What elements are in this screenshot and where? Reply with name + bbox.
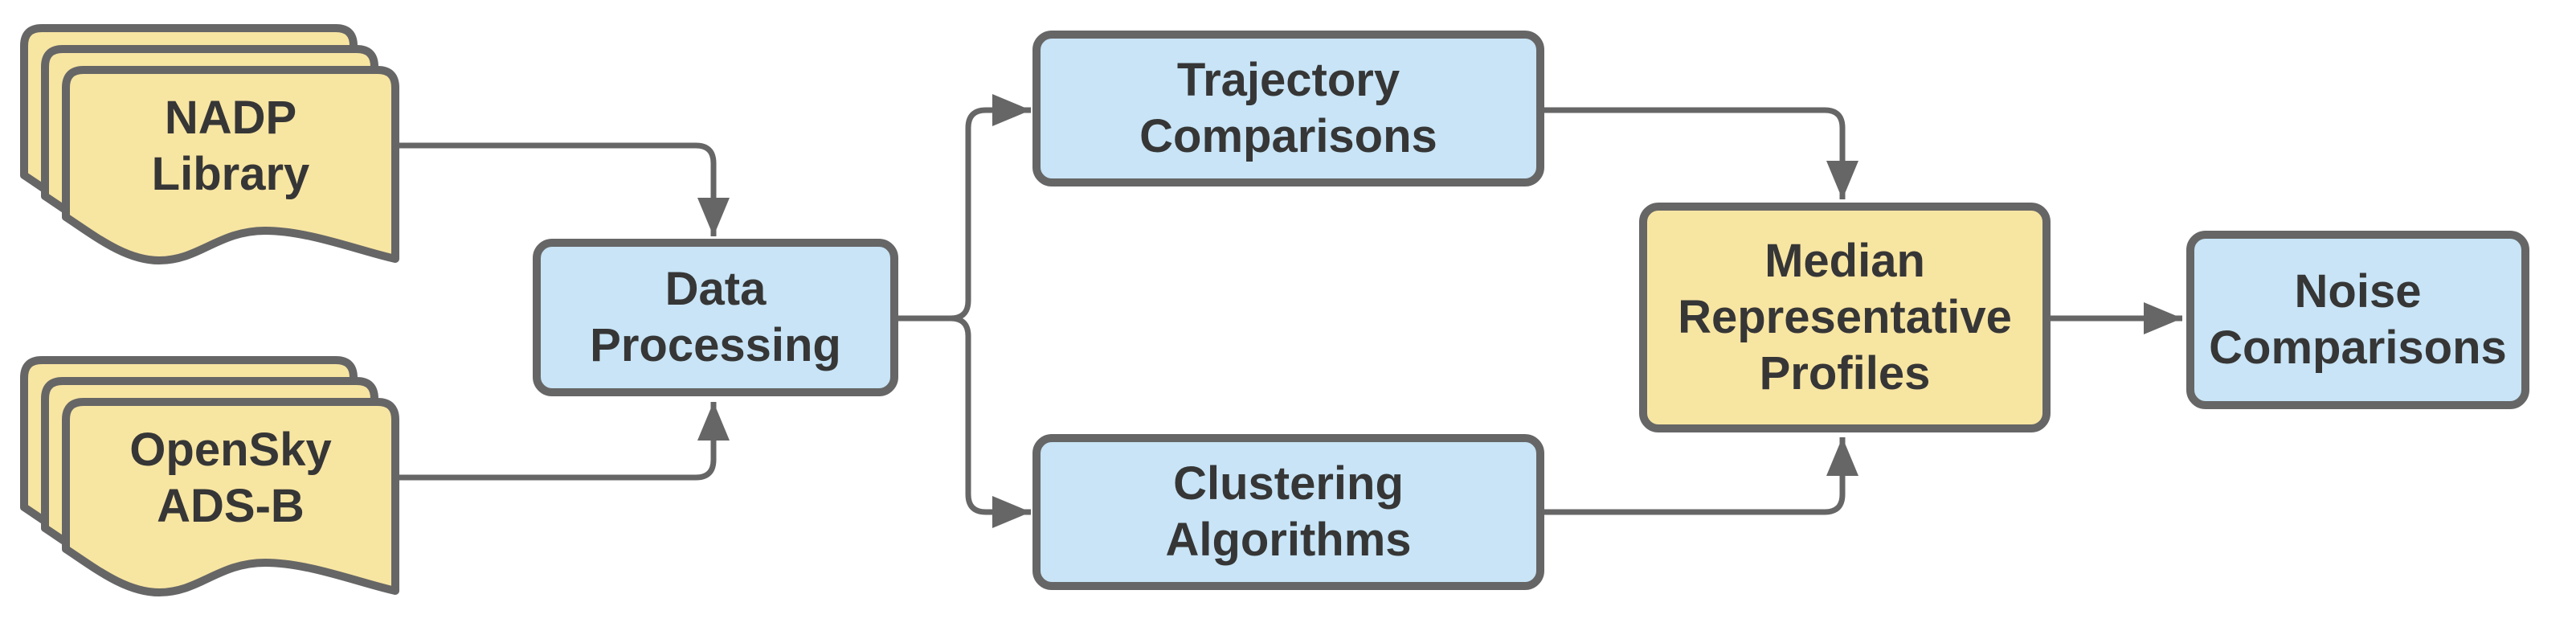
label-line: Profiles — [1759, 347, 1931, 400]
document-page-front — [62, 398, 399, 596]
edge-trajectory-to-median — [1544, 107, 1858, 199]
node-opensky-adsb-label: OpenSky ADS-B — [66, 402, 395, 555]
node-nadp-library-label: NADP Library — [66, 70, 395, 223]
node-trajectory-comparisons: Trajectory Comparisons — [1032, 31, 1544, 186]
label-line: Clustering — [1173, 457, 1404, 510]
label-line: Algorithms — [1165, 514, 1412, 566]
edge-data-processing-to-trajectory — [898, 94, 1031, 322]
label-line: Data — [664, 263, 767, 315]
node-data-processing: Data Processing — [533, 239, 898, 396]
node-clustering-algorithms: Clustering Algorithms — [1032, 434, 1544, 590]
edge-opensky-to-data-processing — [395, 402, 730, 481]
label-line: Library — [151, 148, 310, 200]
label-line: Comparisons — [1139, 110, 1437, 162]
node-nadp-library-shape — [20, 24, 399, 264]
edge-nadp-to-data-processing — [395, 142, 730, 236]
edge-clustering-to-median — [1544, 437, 1858, 515]
label-line: NADP — [164, 92, 297, 144]
document-page-front — [62, 66, 399, 264]
label-line: Trajectory — [1176, 54, 1400, 106]
label-line: OpenSky — [129, 424, 332, 476]
node-noise-comparisons: Noise Comparisons — [2186, 231, 2529, 409]
node-opensky-adsb-shape — [20, 356, 399, 596]
node-median-representative-profiles: Median Representative Profiles — [1639, 203, 2051, 432]
label-line: Processing — [590, 319, 841, 371]
label-line: ADS-B — [157, 480, 305, 532]
label-line: Median — [1764, 235, 1925, 287]
label-line: Comparisons — [2209, 322, 2507, 374]
label-line: Noise — [2294, 265, 2422, 318]
edge-data-processing-to-clustering — [898, 315, 1031, 528]
label-line: Representative — [1678, 291, 2012, 343]
